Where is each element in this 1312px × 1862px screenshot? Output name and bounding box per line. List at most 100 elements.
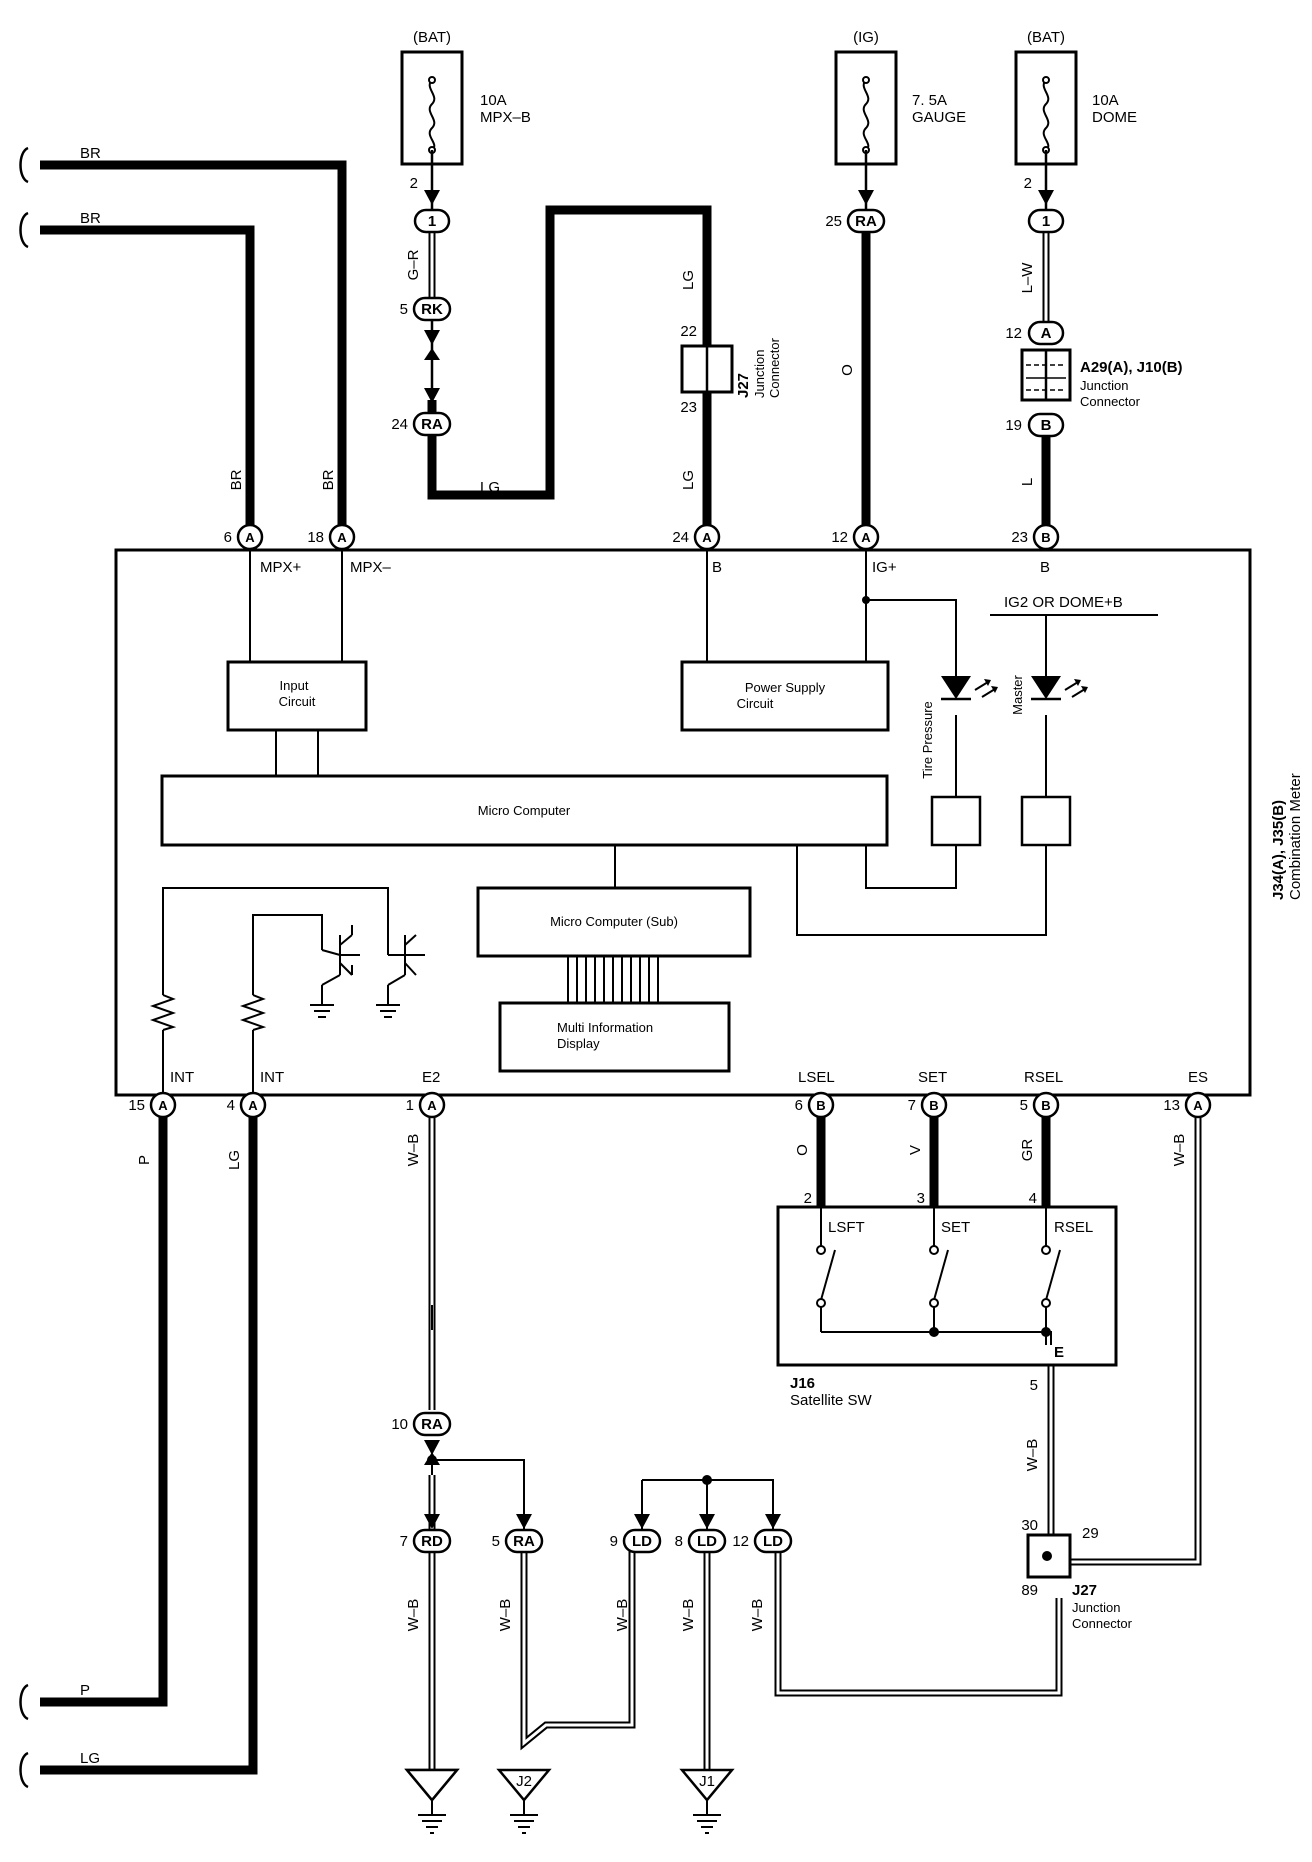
wire-label: W–B <box>1171 1134 1188 1167</box>
wire-label: GR <box>1019 1139 1036 1162</box>
connector-ra-24: RA 24 <box>391 411 452 437</box>
pin-a24: A 24 B <box>672 523 722 576</box>
svg-text:7: 7 <box>400 1533 408 1550</box>
svg-text:ES: ES <box>1188 1069 1208 1086</box>
master-led: Master <box>1010 674 1088 847</box>
pin-b7: B 7 SET <box>908 1069 948 1119</box>
thick-wires <box>40 160 1051 1775</box>
connector-rd-7: RD 7 <box>400 1528 452 1554</box>
micro-computer-block: Micro Computer <box>160 774 889 847</box>
wire-label: BR <box>320 469 337 490</box>
svg-text:LD: LD <box>697 1533 717 1550</box>
svg-text:24: 24 <box>672 529 689 546</box>
splice-dot <box>702 1475 712 1485</box>
connector-ra-25: RA 25 <box>825 208 886 234</box>
connector-a-12 <box>1027 320 1065 346</box>
transistor-1 <box>310 925 360 1018</box>
svg-text:LD: LD <box>632 1533 652 1550</box>
fuse-source: (IG) <box>853 29 879 46</box>
ground-j2-symbol: J2 <box>496 1768 552 1834</box>
svg-text:J16: J16 <box>790 1375 815 1392</box>
connector-ld-12: LD 12 <box>732 1528 793 1554</box>
svg-text:13: 13 <box>1163 1097 1180 1114</box>
wire-br-lower <box>40 225 255 535</box>
connector-ld-9: LD 9 <box>610 1528 662 1554</box>
svg-text:SET: SET <box>918 1069 947 1086</box>
svg-text:A29(A), J10(B): A29(A), J10(B) <box>1080 359 1183 376</box>
meter-bottom-pins: A 15 INT A 4 INT A 1 E2 B 6 LSEL B 7 SET <box>128 1069 1212 1119</box>
connector-ra-5: RA 5 <box>492 1528 544 1554</box>
svg-text:J27: J27 <box>1072 1582 1097 1599</box>
svg-text:A: A <box>702 530 712 545</box>
svg-text:23: 23 <box>680 399 697 416</box>
meter-id: J34(A), J35(B) <box>1270 800 1287 900</box>
svg-text:12: 12 <box>732 1533 749 1550</box>
pin-a1: A 1 E2 <box>406 1069 446 1119</box>
fuse-pin: 2 <box>410 175 418 192</box>
svg-text:E: E <box>1054 1344 1064 1361</box>
wire-label: V <box>907 1145 924 1155</box>
svg-text:25: 25 <box>825 213 842 230</box>
wire-label: LG <box>680 470 697 490</box>
tire-pressure-led: Tire Pressure <box>920 676 998 847</box>
wire-label: BR <box>228 469 245 490</box>
wire-label: L–W <box>1019 262 1036 294</box>
wire-label: W–B <box>1024 1439 1041 1472</box>
fuse-name: GAUGE <box>912 109 966 126</box>
svg-text:RA: RA <box>513 1533 535 1550</box>
svg-text:Circuit: Circuit <box>279 694 316 709</box>
wire-label: W–B <box>614 1599 631 1632</box>
svg-text:RA: RA <box>855 213 877 230</box>
combination-meter-box <box>114 548 1252 1097</box>
wire-br-upper <box>40 160 347 535</box>
wire-label: O <box>794 1144 811 1156</box>
wire-label: W–B <box>497 1599 514 1632</box>
wire-label: BR <box>80 145 101 162</box>
wire-p <box>40 1105 168 1707</box>
wire-label: W–B <box>749 1599 766 1632</box>
svg-text:LSFT: LSFT <box>828 1219 865 1236</box>
svg-text:Input: Input <box>280 678 309 693</box>
satellite-switch: 2 3 4 LSFT SET RSEL E J16 Satellite SW 5 <box>776 1190 1118 1409</box>
ig2-dome-label: IG2 OR DOME+B <box>1004 594 1123 611</box>
pin-a6: A 6 MPX+ <box>224 523 302 576</box>
svg-text:5: 5 <box>400 301 408 318</box>
connector-rk: RK 5 <box>400 296 452 405</box>
meter-name: Combination Meter <box>1287 773 1304 900</box>
display-bus <box>567 956 659 1003</box>
fuse-rating: 10A <box>1092 92 1119 109</box>
svg-text:Multi Information: Multi Information <box>557 1020 653 1035</box>
wire-lg-bottom <box>40 1105 258 1775</box>
power-supply-block: Power Supply Circuit <box>680 660 890 732</box>
svg-text:Junction: Junction <box>1072 1600 1120 1615</box>
svg-text:A: A <box>245 530 255 545</box>
svg-text:A: A <box>861 530 871 545</box>
svg-text:RSEL: RSEL <box>1054 1219 1093 1236</box>
fuse-mpx-b: (BAT) 10A MPX–B 2 <box>400 29 531 225</box>
svg-text:24: 24 <box>391 416 408 433</box>
svg-text:A: A <box>248 1098 258 1113</box>
fuse-gauge: (IG) 7. 5A GAUGE <box>834 29 966 210</box>
svg-text:1: 1 <box>406 1097 414 1114</box>
connector-ra-10: RA 10 <box>391 1411 452 1465</box>
svg-text:J1: J1 <box>699 1773 715 1790</box>
input-circuit-block: Input Circuit <box>226 660 368 732</box>
pin-a12: A 12 IG+ <box>831 523 897 576</box>
svg-text:LSEL: LSEL <box>798 1069 835 1086</box>
svg-text:15: 15 <box>128 1097 145 1114</box>
svg-text:MPX+: MPX+ <box>260 559 302 576</box>
junction-j27-top: 22 23 J27 Junction Connector <box>680 323 782 416</box>
wire-label: W–B <box>405 1599 422 1632</box>
svg-text:10: 10 <box>391 1416 408 1433</box>
wire-label: LG <box>80 1750 100 1767</box>
multi-information-display-block: Multi Information Display <box>498 1001 731 1073</box>
pin-b6: B 6 LSEL <box>795 1069 835 1119</box>
svg-text:2: 2 <box>804 1190 812 1207</box>
fuse-rating: 7. 5A <box>912 92 947 109</box>
svg-text:Junction: Junction <box>752 350 767 398</box>
pin-b5: B 5 RSEL <box>1020 1069 1063 1119</box>
wire-label: W–B <box>405 1134 422 1167</box>
svg-text:B: B <box>1041 1098 1050 1113</box>
svg-text:4: 4 <box>227 1097 235 1114</box>
svg-text:Satellite SW: Satellite SW <box>790 1392 873 1409</box>
